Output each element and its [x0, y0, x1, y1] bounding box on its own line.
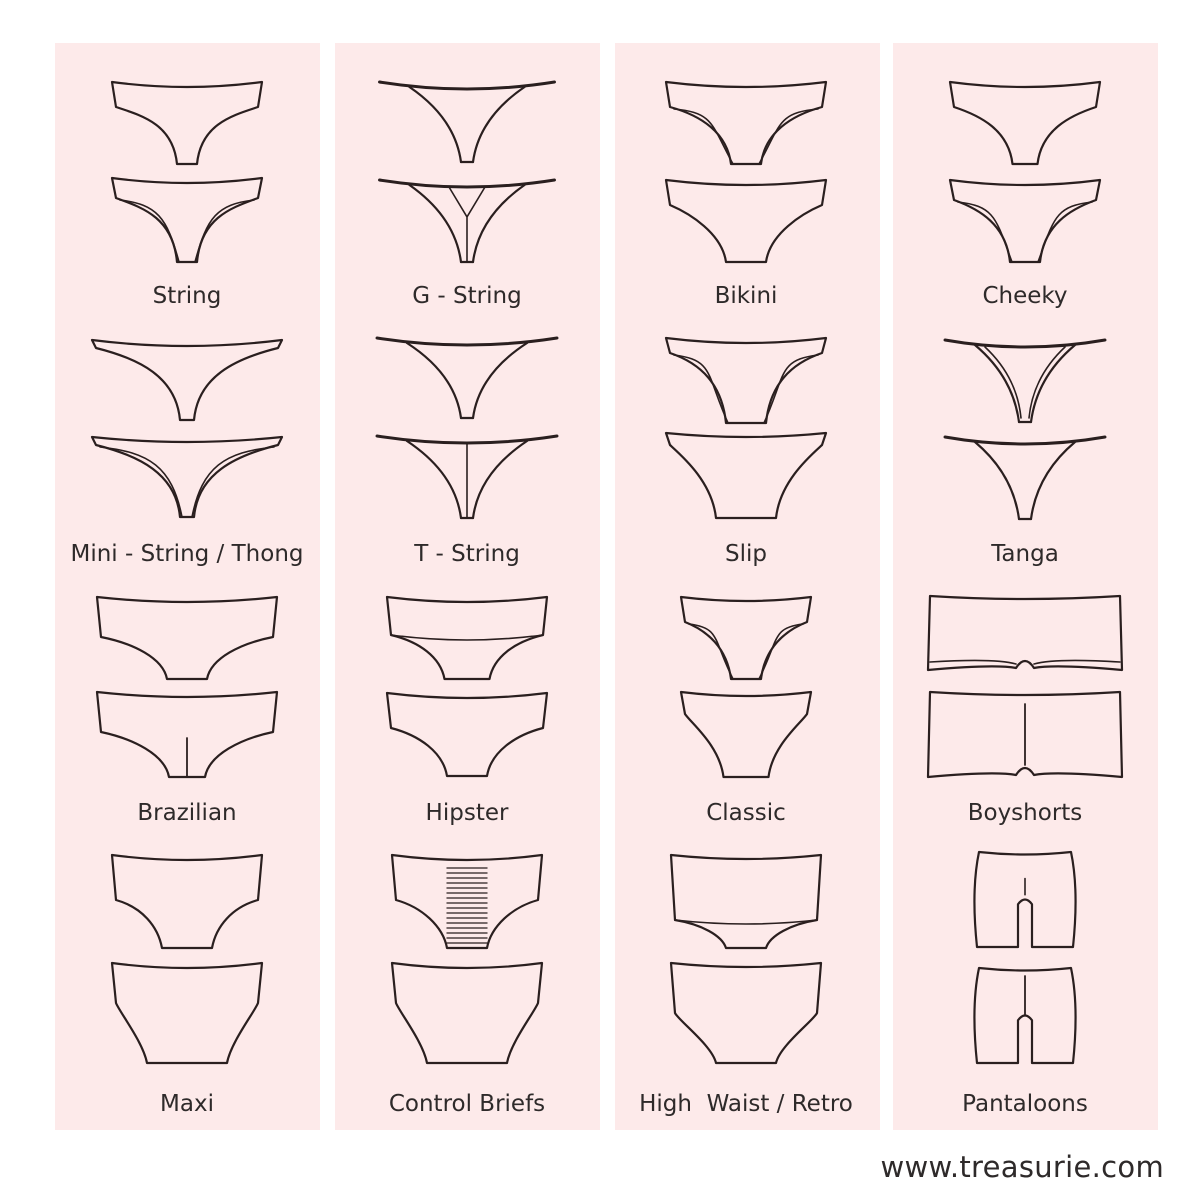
t-string-back-left-edge	[405, 439, 463, 520]
control-briefs-back	[390, 961, 544, 1065]
bikini-front-inner-left	[673, 108, 734, 165]
mini-string-back-inner-left	[99, 446, 183, 518]
label-control-briefs: Control Briefs	[388, 1091, 546, 1117]
cheeky-back-inner-right	[1037, 201, 1093, 263]
boyshorts-back	[926, 690, 1124, 779]
g-string-back-waist-string	[378, 178, 556, 189]
label-cheeky: Cheeky	[982, 283, 1068, 309]
classic-back	[679, 690, 813, 779]
slip-back	[664, 431, 828, 520]
slip-front	[664, 336, 828, 425]
classic-front	[679, 595, 813, 681]
high-waist-back	[669, 961, 823, 1065]
pantaloons-front	[973, 850, 1077, 949]
label-hipster: Hipster	[425, 800, 509, 826]
tanga-front-right-edge	[1029, 343, 1077, 424]
pantaloons-back	[973, 966, 1077, 1065]
mini-string-front	[90, 338, 284, 422]
hipster-front-waistband	[390, 634, 544, 641]
tanga-back-left-edge	[973, 440, 1021, 521]
boyshorts-front-leg-hem	[929, 659, 1121, 665]
slip-front-inner-right	[763, 354, 819, 424]
bikini-back	[664, 178, 828, 264]
label-tanga: Tanga	[991, 541, 1059, 567]
g-string-back-left-edge	[408, 183, 463, 264]
high-waist-front-waistband	[674, 919, 818, 925]
tanga-front-waist-string	[943, 338, 1107, 349]
tanga-front-left-edge	[973, 343, 1021, 424]
string-back	[110, 176, 264, 264]
label-classic: Classic	[706, 800, 786, 826]
boyshorts-front	[926, 594, 1124, 672]
label-brazilian: Brazilian	[137, 800, 237, 826]
label-string: String	[152, 283, 222, 309]
label-slip: Slip	[725, 541, 767, 567]
brazilian-back	[95, 690, 279, 779]
maxi-front	[110, 853, 264, 950]
g-string-back-back-strings	[448, 186, 486, 263]
website-url: www.treasurie.com	[880, 1150, 1164, 1184]
mini-string-back-inner-right	[191, 446, 275, 518]
label-pantaloons: Pantaloons	[962, 1091, 1088, 1117]
label-bikini: Bikini	[714, 283, 778, 309]
cheeky-back-inner-left	[957, 201, 1013, 263]
string-back-inner-left	[119, 199, 180, 263]
g-string-front-left-edge	[408, 85, 463, 164]
string-back-inner-right	[194, 199, 255, 263]
t-string-front-left-edge	[405, 341, 463, 420]
t-string-front-waist-string	[375, 336, 559, 347]
column-panel-4	[893, 43, 1158, 1130]
maxi-back	[110, 961, 264, 1065]
t-string-front-right-edge	[471, 341, 529, 420]
classic-front-inner-left	[688, 623, 734, 680]
tanga-front-inner-lines	[984, 346, 1066, 419]
bikini-front	[664, 80, 828, 166]
label-boyshorts: Boyshorts	[967, 800, 1083, 826]
bikini-front-inner-right	[758, 108, 819, 165]
cheeky-front	[948, 80, 1102, 166]
g-string-back-right-edge	[471, 183, 526, 264]
label-mini-string-thong: Mini - String / Thong	[70, 541, 304, 567]
brazilian-front	[95, 595, 279, 681]
label-high-waist-retro: High Waist / Retro	[639, 1091, 853, 1117]
g-string-front-right-edge	[471, 85, 526, 164]
t-string-back-waist-string	[375, 434, 559, 445]
string-front	[110, 80, 264, 166]
label-maxi: Maxi	[160, 1091, 214, 1117]
high-waist-front	[669, 853, 823, 950]
g-string-front-waist-string	[378, 80, 556, 91]
cheeky-back	[948, 178, 1102, 264]
t-string-back-right-edge	[471, 439, 529, 520]
classic-front-inner-right	[758, 623, 804, 680]
hipster-back	[385, 691, 549, 778]
slip-front-inner-left	[673, 354, 729, 424]
tanga-back-waist-string	[943, 435, 1107, 446]
control-briefs-front	[390, 853, 544, 950]
label-t-string: T - String	[414, 541, 520, 567]
mini-string-back	[90, 435, 284, 519]
tanga-back-right-edge	[1029, 440, 1077, 521]
hipster-front	[385, 595, 549, 681]
label-g-string: G - String	[412, 283, 522, 309]
